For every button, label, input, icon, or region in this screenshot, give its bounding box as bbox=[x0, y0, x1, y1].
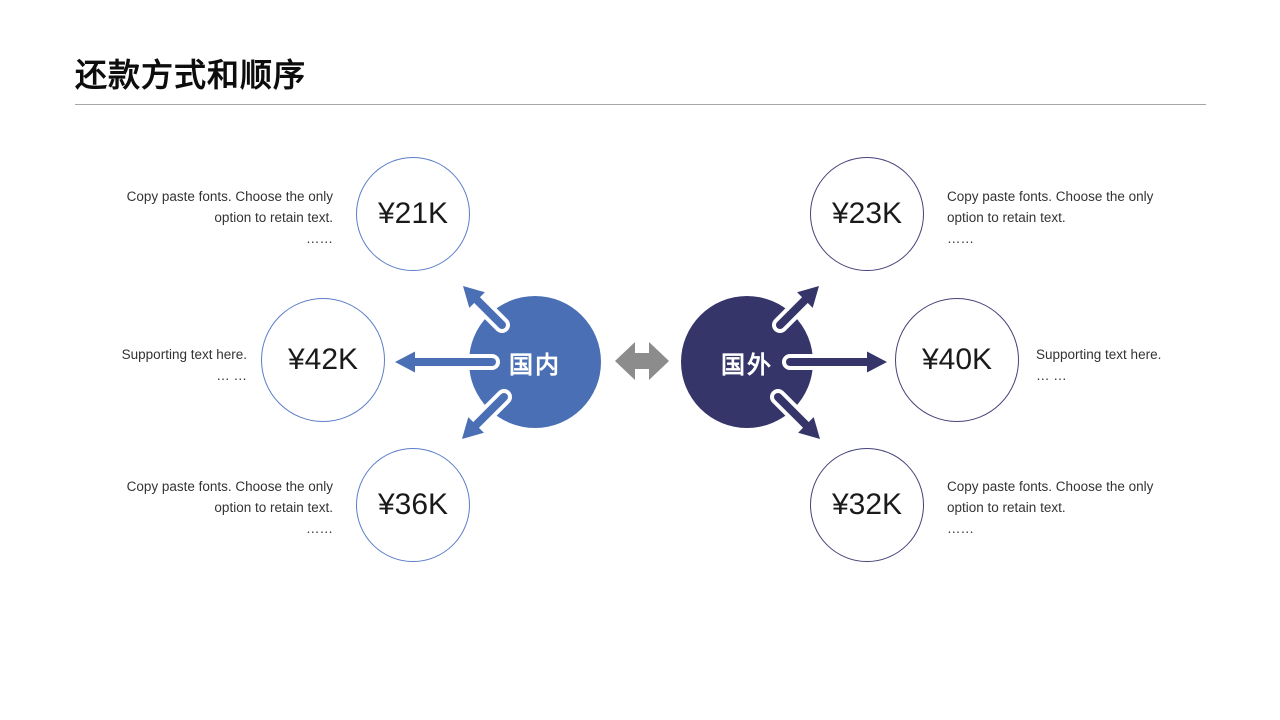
caption-foreign-bottom: Copy paste fonts. Choose the only option… bbox=[947, 476, 1192, 539]
value-foreign-mid: ¥40K bbox=[921, 343, 993, 376]
exchange-double-arrow bbox=[615, 342, 669, 380]
caption-domestic-mid: Supporting text here. … … bbox=[57, 344, 247, 386]
caption-line: Copy paste fonts. Choose the only bbox=[126, 189, 333, 204]
value-circle-foreign-top: ¥23K bbox=[810, 157, 924, 271]
caption-foreign-top: Copy paste fonts. Choose the only option… bbox=[947, 186, 1192, 249]
caption-line: Supporting text here. bbox=[121, 347, 247, 362]
value-circle-foreign-mid: ¥40K bbox=[895, 298, 1019, 422]
value-circle-domestic-bottom: ¥36K bbox=[356, 448, 470, 562]
value-foreign-top: ¥23K bbox=[831, 197, 903, 230]
hub-foreign: 国外 bbox=[681, 296, 813, 428]
value-foreign-bottom: ¥32K bbox=[831, 488, 903, 521]
value-circle-domestic-mid: ¥42K bbox=[261, 298, 385, 422]
caption-domestic-top: Copy paste fonts. Choose the only option… bbox=[88, 186, 333, 249]
value-domestic-mid: ¥42K bbox=[287, 343, 359, 376]
caption-line: option to retain text. bbox=[214, 210, 333, 225]
caption-line: Copy paste fonts. Choose the only bbox=[947, 189, 1154, 204]
caption-line: …… bbox=[306, 521, 333, 536]
title-divider bbox=[75, 104, 1206, 105]
value-circle-domestic-top: ¥21K bbox=[356, 157, 470, 271]
caption-domestic-bottom: Copy paste fonts. Choose the only option… bbox=[88, 476, 333, 539]
caption-line: option to retain text. bbox=[947, 500, 1066, 515]
caption-line: … … bbox=[216, 368, 247, 383]
hub-foreign-label: 国外 bbox=[721, 351, 773, 379]
caption-line: Copy paste fonts. Choose the only bbox=[126, 479, 333, 494]
caption-line: Copy paste fonts. Choose the only bbox=[947, 479, 1154, 494]
caption-line: option to retain text. bbox=[214, 500, 333, 515]
value-domestic-bottom: ¥36K bbox=[377, 488, 449, 521]
caption-line: … … bbox=[1036, 368, 1067, 383]
hub-domestic-label: 国内 bbox=[509, 351, 561, 379]
caption-line: …… bbox=[306, 231, 333, 246]
caption-line: …… bbox=[947, 231, 974, 246]
caption-foreign-mid: Supporting text here. … … bbox=[1036, 344, 1226, 386]
page-title: 还款方式和顺序 bbox=[75, 57, 307, 93]
value-circle-foreign-bottom: ¥32K bbox=[810, 448, 924, 562]
caption-line: option to retain text. bbox=[947, 210, 1066, 225]
value-domestic-top: ¥21K bbox=[377, 197, 449, 230]
caption-line: Supporting text here. bbox=[1036, 347, 1162, 362]
hub-domestic: 国内 bbox=[469, 296, 601, 428]
caption-line: …… bbox=[947, 521, 974, 536]
